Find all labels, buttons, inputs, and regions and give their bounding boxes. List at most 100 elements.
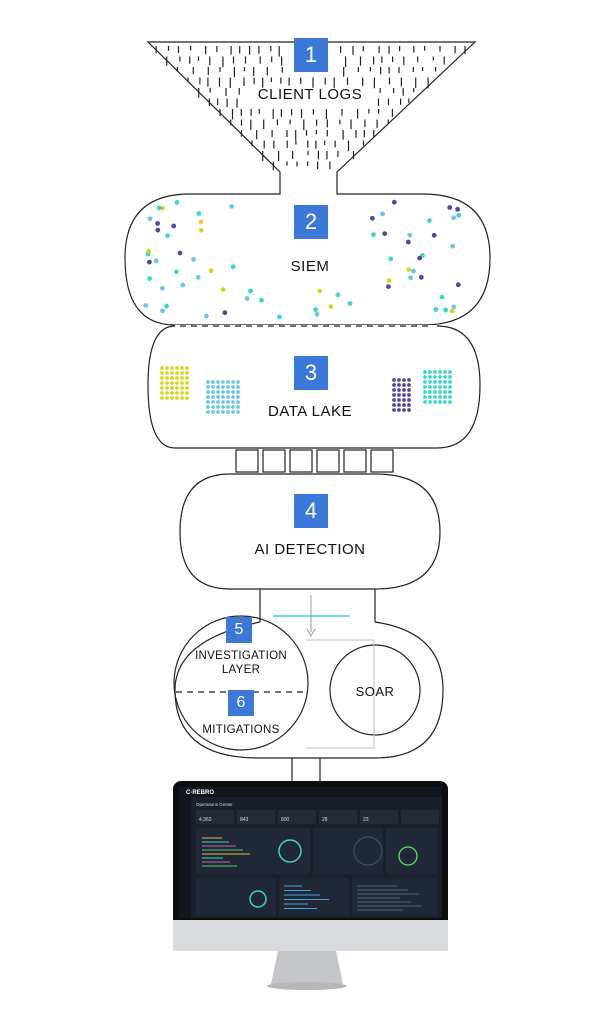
lake-grid-dot [175, 386, 179, 390]
siem-dot [204, 314, 209, 319]
lake-grid-dot [438, 385, 442, 389]
funnel-outline [125, 42, 490, 325]
lake-grid-dot [423, 370, 427, 374]
siem-dot [259, 298, 264, 303]
siem-dot [277, 315, 282, 320]
lake-grid-dot [165, 391, 169, 395]
siem-dot [221, 287, 226, 292]
lake-grid-dot [236, 385, 240, 389]
lake-grid-dot [170, 381, 174, 385]
lake-grid-dot [402, 388, 406, 392]
lake-grid-dot [175, 376, 179, 380]
siem-dot [447, 205, 452, 210]
lake-grid-dot [206, 380, 210, 384]
lake-grid-dot [443, 390, 447, 394]
screen-panel [386, 828, 437, 874]
lake-grid-dot [226, 385, 230, 389]
siem-dot [148, 216, 153, 221]
lake-grid-dot [216, 405, 220, 409]
lake-grid-dot [423, 400, 427, 404]
siem-dot [147, 260, 152, 265]
siem-dot [146, 249, 151, 254]
lake-grid-dot [206, 405, 210, 409]
stage-6-number-box: 6 [228, 690, 254, 716]
lake-grid-dot [211, 395, 215, 399]
lake-grid-dot [180, 376, 184, 380]
lake-grid-dot [165, 386, 169, 390]
siem-dot [387, 278, 392, 283]
lake-grid-dot [428, 390, 432, 394]
lake-grid-dot [185, 391, 189, 395]
lake-grid-dot [221, 390, 225, 394]
lake-grid-dot [433, 400, 437, 404]
screen-sidebar [179, 797, 191, 918]
siem-dot [199, 228, 204, 233]
lake-grid-dot [221, 410, 225, 414]
lake-grid-dot [180, 381, 184, 385]
lake-grid-dot [402, 403, 406, 407]
siem-dot [248, 289, 253, 294]
siem-dot [450, 309, 455, 314]
lake-grid-dot [433, 380, 437, 384]
stage-4-number-box: 4 [294, 494, 328, 528]
lake-grid-dot [407, 408, 411, 412]
screen-stat-card [401, 810, 439, 824]
lake-grid-dot [438, 375, 442, 379]
monitor-stat-2: 843 [240, 817, 248, 823]
lake-grid-dot [392, 398, 396, 402]
lake-grid-dot [397, 393, 401, 397]
siem-dot [451, 215, 456, 220]
connector-boxes [236, 450, 393, 472]
siem-dot [388, 257, 393, 262]
lake-grid-dot [392, 393, 396, 397]
lake-grid-dot [226, 395, 230, 399]
monitor-stat-4: 28 [322, 817, 328, 823]
lake-grid-dot [216, 395, 220, 399]
monitor-logo: C·REBRO [186, 790, 214, 796]
lake-grid-dot [423, 395, 427, 399]
lake-grid-dot [175, 391, 179, 395]
lake-grid-dot [165, 371, 169, 375]
siem-dot [175, 200, 180, 205]
lake-grid-dot [160, 386, 164, 390]
siem-dot [370, 216, 375, 221]
monitor-stat-3: 800 [281, 817, 289, 823]
monitor-chin [173, 920, 448, 951]
lake-grid-dot [170, 396, 174, 400]
lake-grid-dot [185, 366, 189, 370]
lake-grid-dot [392, 403, 396, 407]
lake-grid-dot [407, 403, 411, 407]
siem-dot [443, 308, 448, 313]
siem-dot [245, 296, 250, 301]
lake-grid-dot [231, 380, 235, 384]
lake-grid-dot [438, 390, 442, 394]
lake-grid-dot [428, 395, 432, 399]
lake-grid-dot [160, 381, 164, 385]
lake-grid-dot [236, 400, 240, 404]
lake-grid-dot [175, 381, 179, 385]
lake-grid-dot [397, 383, 401, 387]
siem-dot [315, 312, 320, 317]
lake-grid-dot [397, 378, 401, 382]
stage-5-number: 5 [235, 621, 244, 639]
stage-5-number-box: 5 [226, 617, 252, 643]
lake-grid-dot [438, 380, 442, 384]
lake-grid-dot [211, 405, 215, 409]
monitor-stat-5: 23 [363, 817, 369, 823]
lake-grid-dot [160, 396, 164, 400]
siem-dot [154, 259, 159, 264]
lake-grid-dot [448, 395, 452, 399]
lake-grid-dot [448, 390, 452, 394]
lake-grid-dot [402, 408, 406, 412]
siem-dot [456, 213, 461, 218]
siem-dot [197, 211, 202, 216]
lake-grid-dot [443, 375, 447, 379]
lake-grid-dot [428, 385, 432, 389]
lake-grid-dot [206, 390, 210, 394]
siem-dot [160, 286, 165, 291]
lake-grid-dot [428, 380, 432, 384]
lake-grid-dot [211, 385, 215, 389]
siem-dot [455, 207, 460, 212]
siem-dot [229, 204, 234, 209]
siem-dot [408, 275, 413, 280]
